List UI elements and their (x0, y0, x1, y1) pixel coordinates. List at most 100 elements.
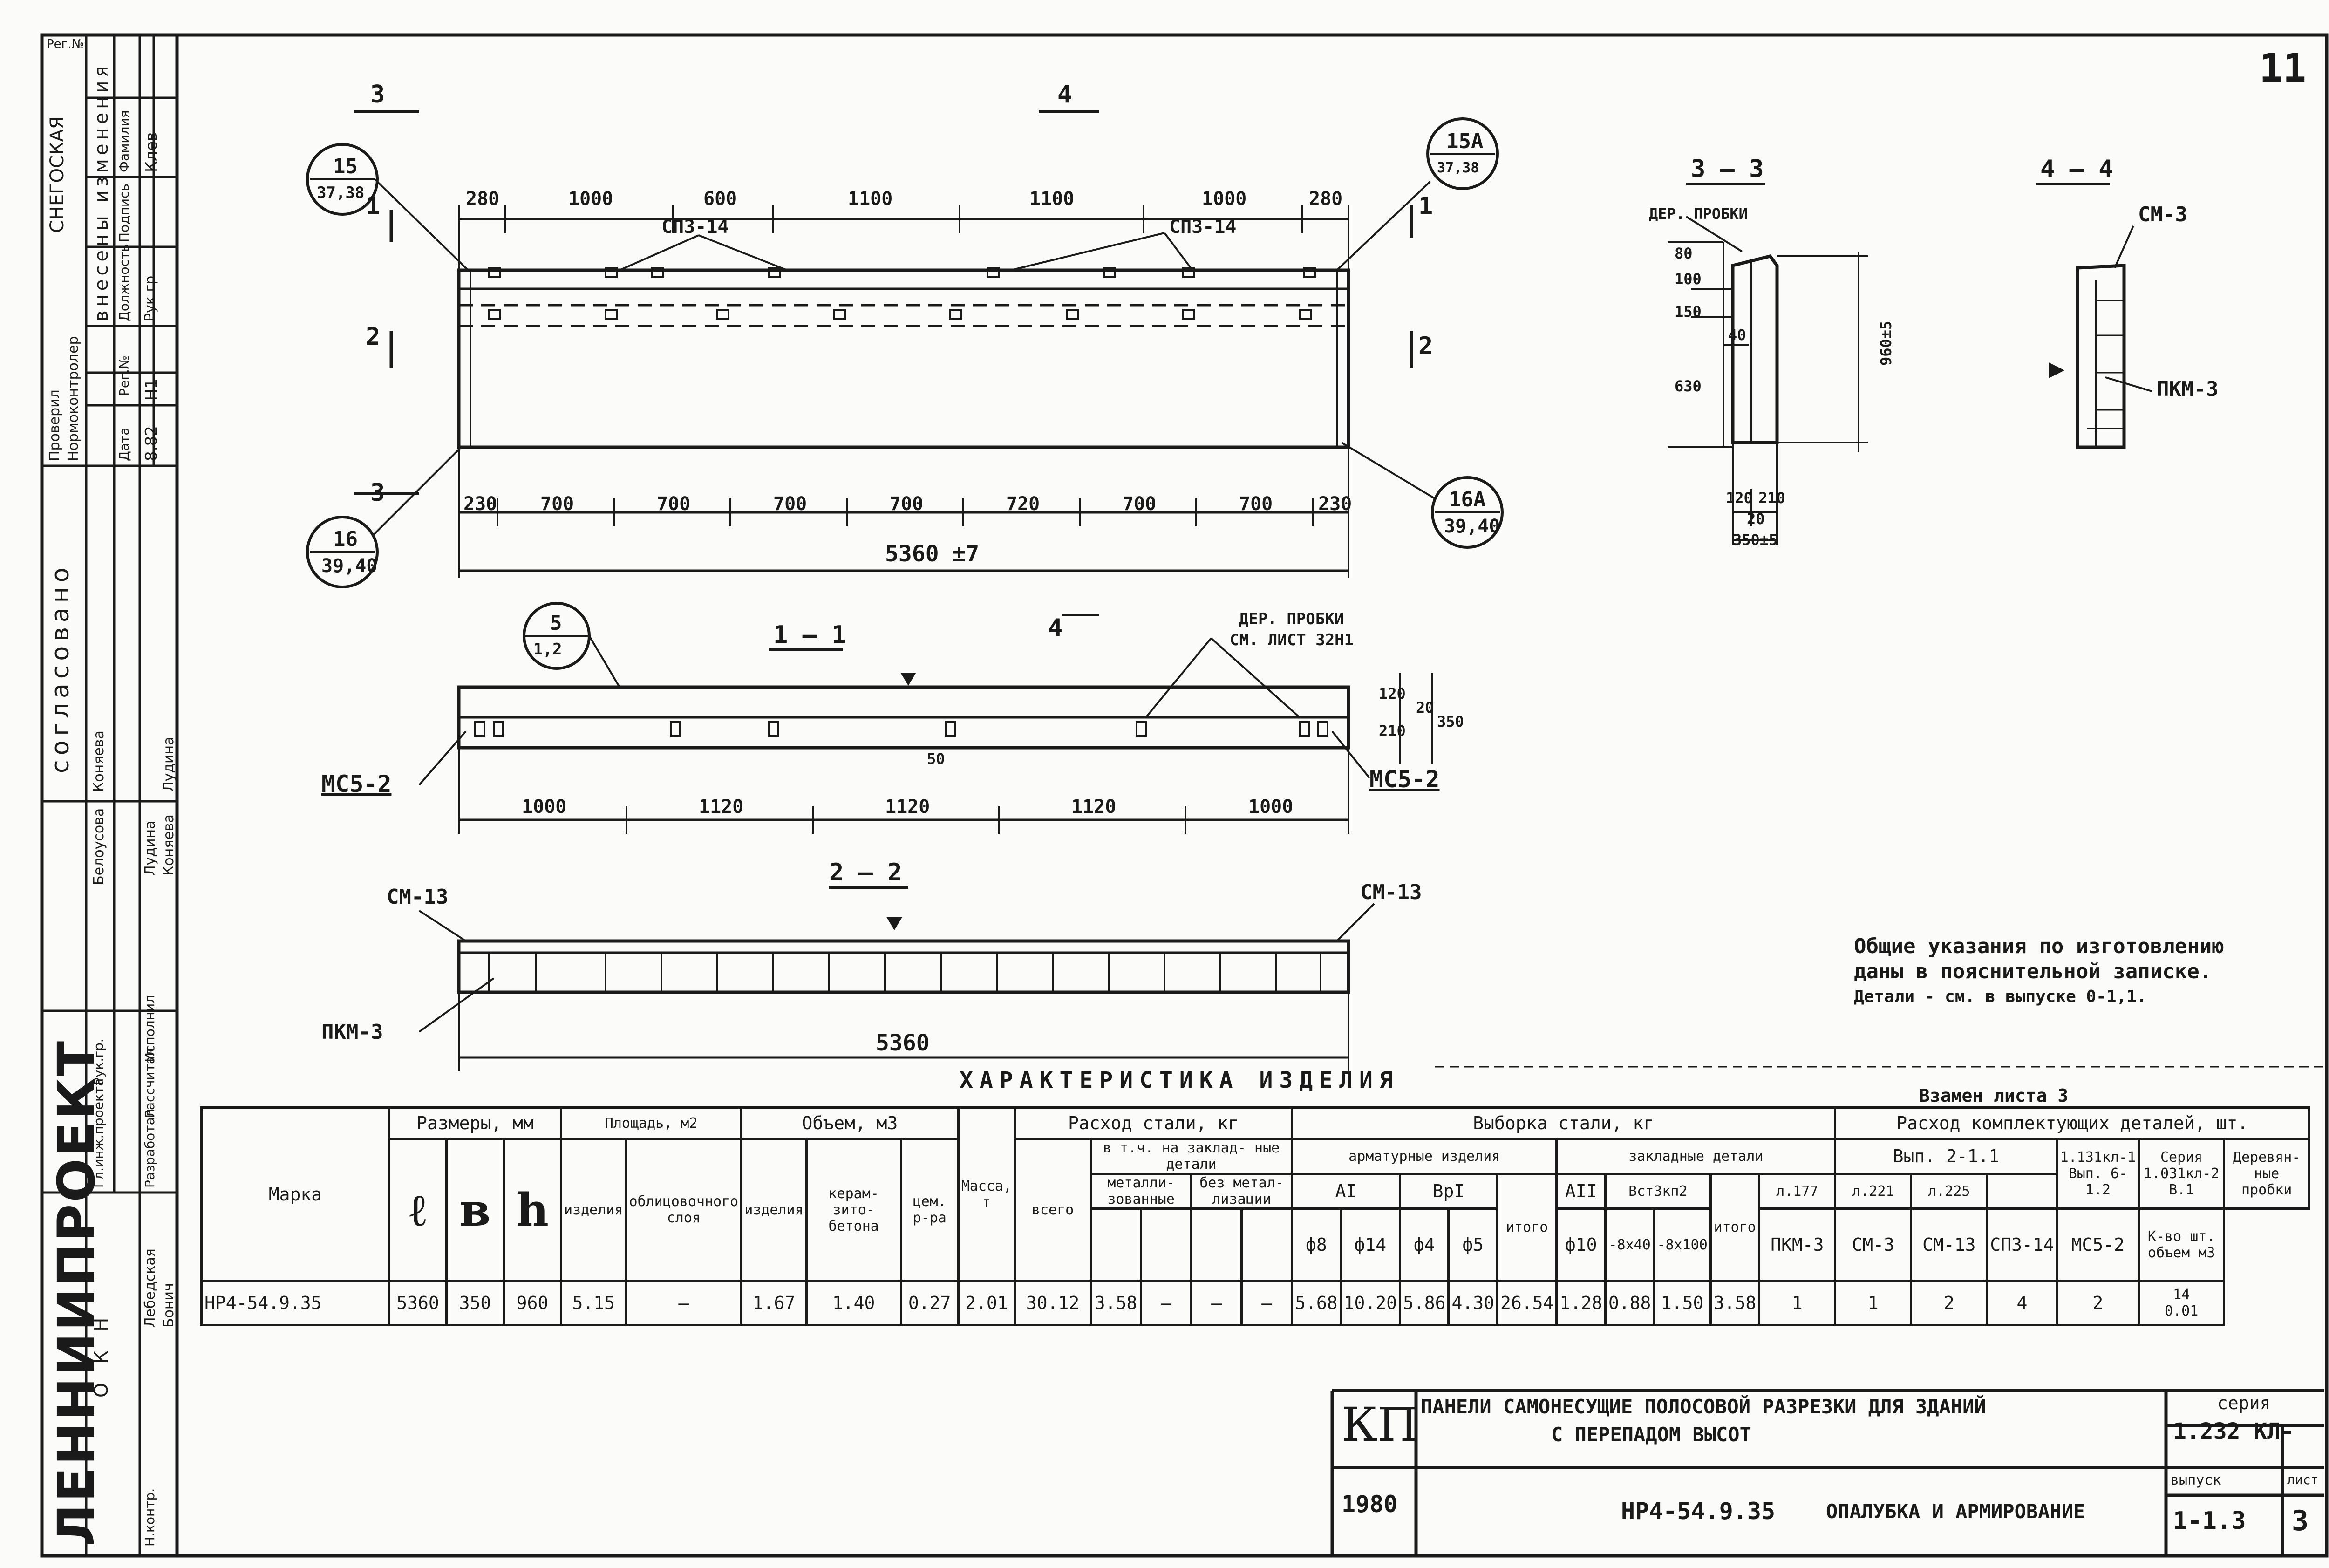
cut-mark-4-top: 4 (1057, 81, 1072, 109)
sec11-mark-left: МС5-2 (321, 770, 392, 798)
top-dim-6: 1000 (1202, 188, 1246, 210)
top-dim-4: 1100 (848, 188, 892, 210)
role-norm: Н.контр. (142, 1488, 157, 1547)
tb-series-label: серия (2217, 1393, 2271, 1413)
sp-label-right: СПЗ-14 (1169, 216, 1237, 238)
h-pkm3: ПКМ-3 (1758, 1207, 1837, 1282)
sec11-title: 1 — 1 (773, 621, 846, 649)
socket-marks (488, 267, 1316, 320)
bot-dim-2: 700 (540, 493, 574, 515)
cut-mark-3-bottom: 3 (370, 479, 385, 507)
cut-mark-2-left: 2 (366, 323, 380, 351)
h-l177: л.177 (1758, 1173, 1837, 1210)
top-dim-2: 1000 (568, 188, 613, 210)
section-1-1 (418, 602, 1433, 834)
h-area: Площадь, м2 (559, 1106, 743, 1140)
bot-dim-5: 700 (890, 493, 923, 515)
row-wood-vol: 0.01 (2165, 1303, 2199, 1319)
row-steel-metal-a: 3.58 (1090, 1280, 1143, 1326)
sec11-dim-3: 1120 (885, 796, 930, 818)
row-vol-ceramsite: 1.40 (805, 1280, 902, 1326)
change-col-sign: Подпись (116, 184, 132, 242)
name-6: Лебедская (142, 1248, 158, 1328)
overall-dim: 5360 ±7 (885, 541, 979, 567)
row-b: 350 (445, 1280, 505, 1326)
sec11-dim-2: 1120 (699, 796, 743, 818)
sec33-bot-dim-2: 210 (1758, 489, 1785, 507)
row-d5: 4.30 (1447, 1280, 1498, 1326)
sec11-callout-top: 5 (550, 611, 562, 635)
h-dim-h: h (503, 1138, 562, 1282)
row-reinf-total: 26.54 (1496, 1280, 1558, 1326)
sec11-right-dim-2: 210 (1379, 722, 1406, 740)
sheet-number: 11 (2259, 45, 2306, 91)
change-col-role: Должность (116, 244, 132, 321)
normcontrol-label: Нормоконтролер (65, 336, 82, 461)
note-line-3: Детали - см. в выпуске 0-1,1. (1854, 987, 2147, 1006)
top-dim-3: 600 (703, 188, 737, 210)
sec11-dim-1: 1000 (522, 796, 566, 818)
h-dimensions: Размеры, мм (388, 1106, 562, 1140)
main-elevation (306, 110, 1504, 616)
role-exec: Исполнил (142, 995, 157, 1062)
wood-sub-text: объем м3 (2147, 1245, 2215, 1261)
checked-label: Проверил (47, 389, 63, 461)
section-3-3 (1668, 183, 1868, 545)
sec33-dim-100: 100 (1675, 270, 1702, 288)
sec44-title: 4 — 4 (2040, 155, 2113, 183)
h-d14: ф14 (1339, 1207, 1401, 1282)
sec22-bottom-label: ПКМ-3 (321, 1020, 383, 1044)
cut-mark-4-bottom: 4 (1048, 614, 1062, 642)
h-steel-incl: в т.ч. на заклад- ные детали (1090, 1138, 1294, 1175)
h-steel-metal: металли- зованные (1090, 1173, 1193, 1210)
title-block-lines (1330, 1389, 2324, 1556)
sec11-wood-label2: СМ. ЛИСТ 32Н1 (1230, 631, 1354, 649)
bot-dim-4: 700 (773, 493, 807, 515)
h-mark: Марка (200, 1106, 390, 1282)
characteristic-table: Марка Размеры, мм Площадь, м2 Объем, м3 … (200, 1106, 2311, 1326)
table-reference: Взамен листа 3 (1919, 1085, 2068, 1106)
sec33-small-dim: 40 (1728, 326, 1746, 344)
sheet-frame (40, 33, 2329, 1558)
h-l225: л.225 (1910, 1173, 1989, 1210)
h-dim-l: ℓ (388, 1138, 448, 1282)
tb-sheet: 3 (2292, 1505, 2309, 1537)
sec11-mark-right: МС5-2 (1369, 766, 1440, 793)
h-steel-nometal-a (1190, 1207, 1243, 1282)
bot-dim-7: 700 (1123, 493, 1156, 515)
change-val-reg: Н1 (142, 378, 161, 401)
h-steel-metal-b (1140, 1207, 1193, 1282)
row-d8: 5.68 (1291, 1280, 1342, 1326)
h-series3-text: Серия 1.031кл-2 (2143, 1149, 2220, 1182)
h-d10: ф10 (1555, 1207, 1607, 1282)
tb-line2: С ПЕРЕПАДОМ ВЫСОТ (1551, 1423, 1751, 1446)
row-d4: 5.86 (1398, 1280, 1450, 1326)
sec33-dim-150: 150 (1675, 303, 1702, 320)
h-embedded: закладные детали (1555, 1138, 1837, 1175)
h-mass: Масса, т (957, 1106, 1016, 1282)
cut-mark-1-left: 1 (366, 192, 380, 220)
row-s40: 0.88 (1604, 1280, 1655, 1326)
tb-mark: НР4-54.9.35 (1621, 1498, 1776, 1525)
change-val-role: Рук.гр. (142, 271, 158, 321)
general-notes: Общие указания по изготовлению даны в по… (1854, 934, 2224, 1009)
sec22-left-label: СМ-13 (387, 885, 448, 909)
h-l221: л.221 (1834, 1173, 1913, 1210)
sec44-label-side: ПКМ-3 (2157, 377, 2218, 401)
name-7: Бонич (161, 1283, 177, 1328)
row-sm3: 1 (1834, 1280, 1913, 1326)
sec33-wood-label: ДЕР. ПРОБКИ (1649, 205, 1748, 223)
note-line-2: даны в пояснительной записке. (1854, 960, 2212, 983)
sec33-bot-dim-4: 350±5 (1733, 531, 1777, 549)
sec11-right-dim-4: 350 (1437, 713, 1464, 730)
row-s100: 1.50 (1653, 1280, 1712, 1326)
bot-dim-6: 720 (1006, 493, 1040, 515)
table-row: НР4-54.9.35 5360 350 960 5.15 – 1.67 1.4… (200, 1280, 2309, 1326)
h-wood: Деревян- ные пробки (2223, 1138, 2311, 1210)
h-steel-nometal-b (1240, 1207, 1294, 1282)
row-d14: 10.20 (1339, 1280, 1401, 1326)
sec33-bot-dim-3: 20 (1747, 510, 1765, 528)
